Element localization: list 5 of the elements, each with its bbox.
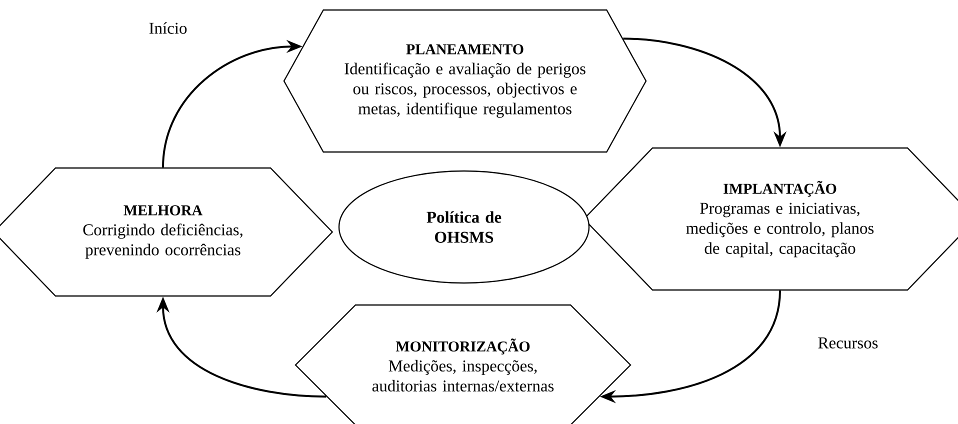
stage-label: Início [149, 22, 187, 34]
stage-label: Recursos [818, 338, 878, 348]
hexagon-box: MONITORIZAÇÃO Medições, inspecções, auditorias internas/externas [294, 304, 632, 424]
hexagon-box: PLANEAMENTO Identificação e avaliação de perigos ou riscos, processos, objectivos e metas, identifique regulamentos [283, 9, 647, 153]
hexagon-box: MELHORA Corrigindo deficiências, prevenindo ocorrências [0, 167, 334, 297]
